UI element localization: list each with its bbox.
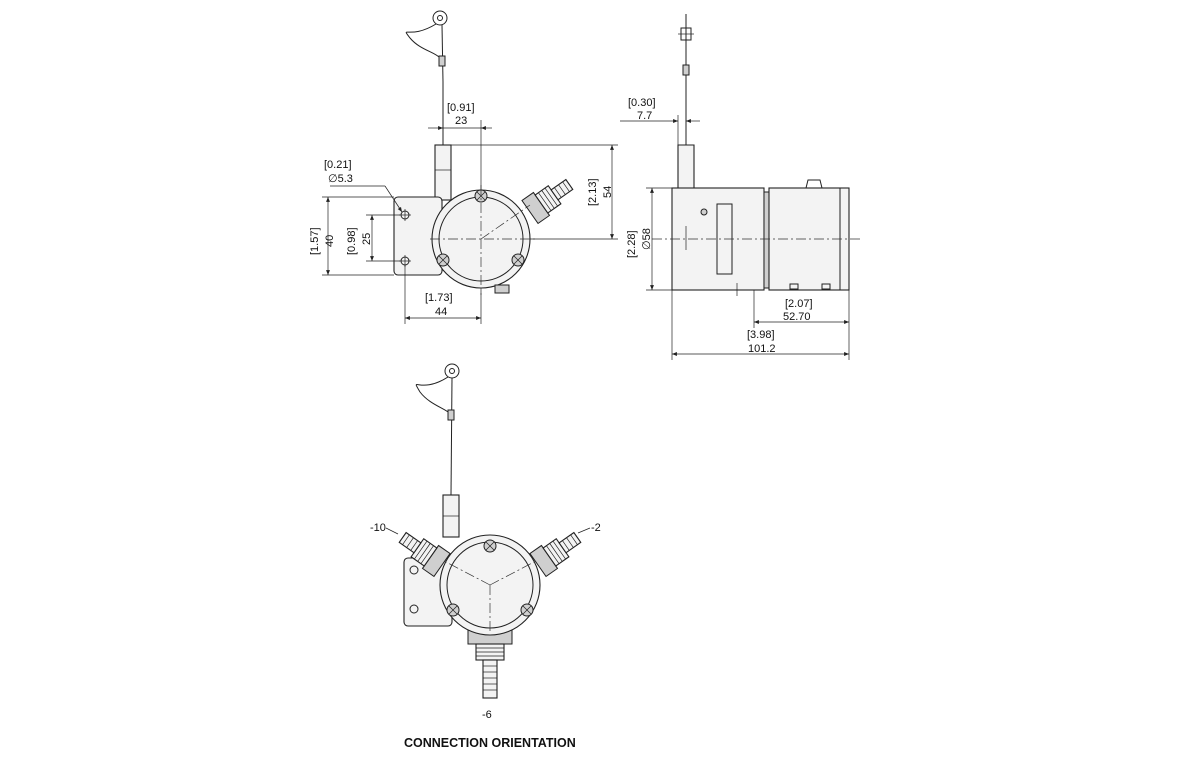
dim-diameter-inch: [2.28] xyxy=(626,230,638,258)
cable-exit-sleeve xyxy=(434,144,452,201)
dim-hole-inch: [0.21] xyxy=(324,159,352,171)
connector-top xyxy=(805,179,823,189)
connector xyxy=(521,178,574,225)
side-view: [0.30] 7.7 [2.28] ∅58 [2.07] 52.70 [3.98… xyxy=(620,14,860,360)
dim-bracket-height-mm: 40 xyxy=(324,235,336,247)
connector-left xyxy=(398,531,451,578)
dim-total-length-mm: 101.2 xyxy=(748,343,776,355)
dim-diameter-mm: ∅58 xyxy=(641,228,653,250)
label-connector-left: -10 xyxy=(370,522,386,534)
dim-height-top-mm: 54 xyxy=(602,186,614,198)
connection-orientation-view: -10 -2 -6 CONNECTION ORIENTATION xyxy=(370,363,601,750)
dim-body-length-inch: [2.07] xyxy=(785,298,813,310)
dim-height-top-inch: [2.13] xyxy=(587,178,599,206)
dim-hole-spacing-inch: [0.98] xyxy=(346,227,358,255)
screw xyxy=(511,253,525,267)
dim-hole-spacing-mm: 25 xyxy=(361,233,373,245)
screw xyxy=(474,189,488,203)
connector-bottom xyxy=(467,629,513,699)
screw xyxy=(446,603,460,617)
dim-bracket-height-inch: [1.57] xyxy=(309,227,321,255)
label-connector-right: -2 xyxy=(591,522,601,534)
dim-cable-offset-mm: 23 xyxy=(455,115,467,127)
connector-right xyxy=(529,531,582,578)
screw xyxy=(483,539,497,553)
dim-hole-mm: ∅5.3 xyxy=(328,173,353,185)
front-view: [0.91] 23 [2.13] 54 [0.21] ∅5.3 [1.57] 4… xyxy=(309,10,618,324)
dim-cable-offset-inch: [0.91] xyxy=(447,102,475,114)
dim-body-length-mm: 52.70 xyxy=(783,311,811,323)
screw xyxy=(436,253,450,267)
dim-width-mm: 44 xyxy=(435,306,447,318)
caption-connection-orientation: CONNECTION ORIENTATION xyxy=(404,736,576,750)
label-connector-bottom: -6 xyxy=(482,709,492,721)
dim-side-cable-offset-mm: 7.7 xyxy=(637,110,652,122)
dim-side-cable-offset-inch: [0.30] xyxy=(628,97,656,109)
dim-total-length-inch: [3.98] xyxy=(747,329,775,341)
cable-ring-terminal xyxy=(405,10,448,145)
screw xyxy=(520,603,534,617)
dim-width-inch: [1.73] xyxy=(425,292,453,304)
